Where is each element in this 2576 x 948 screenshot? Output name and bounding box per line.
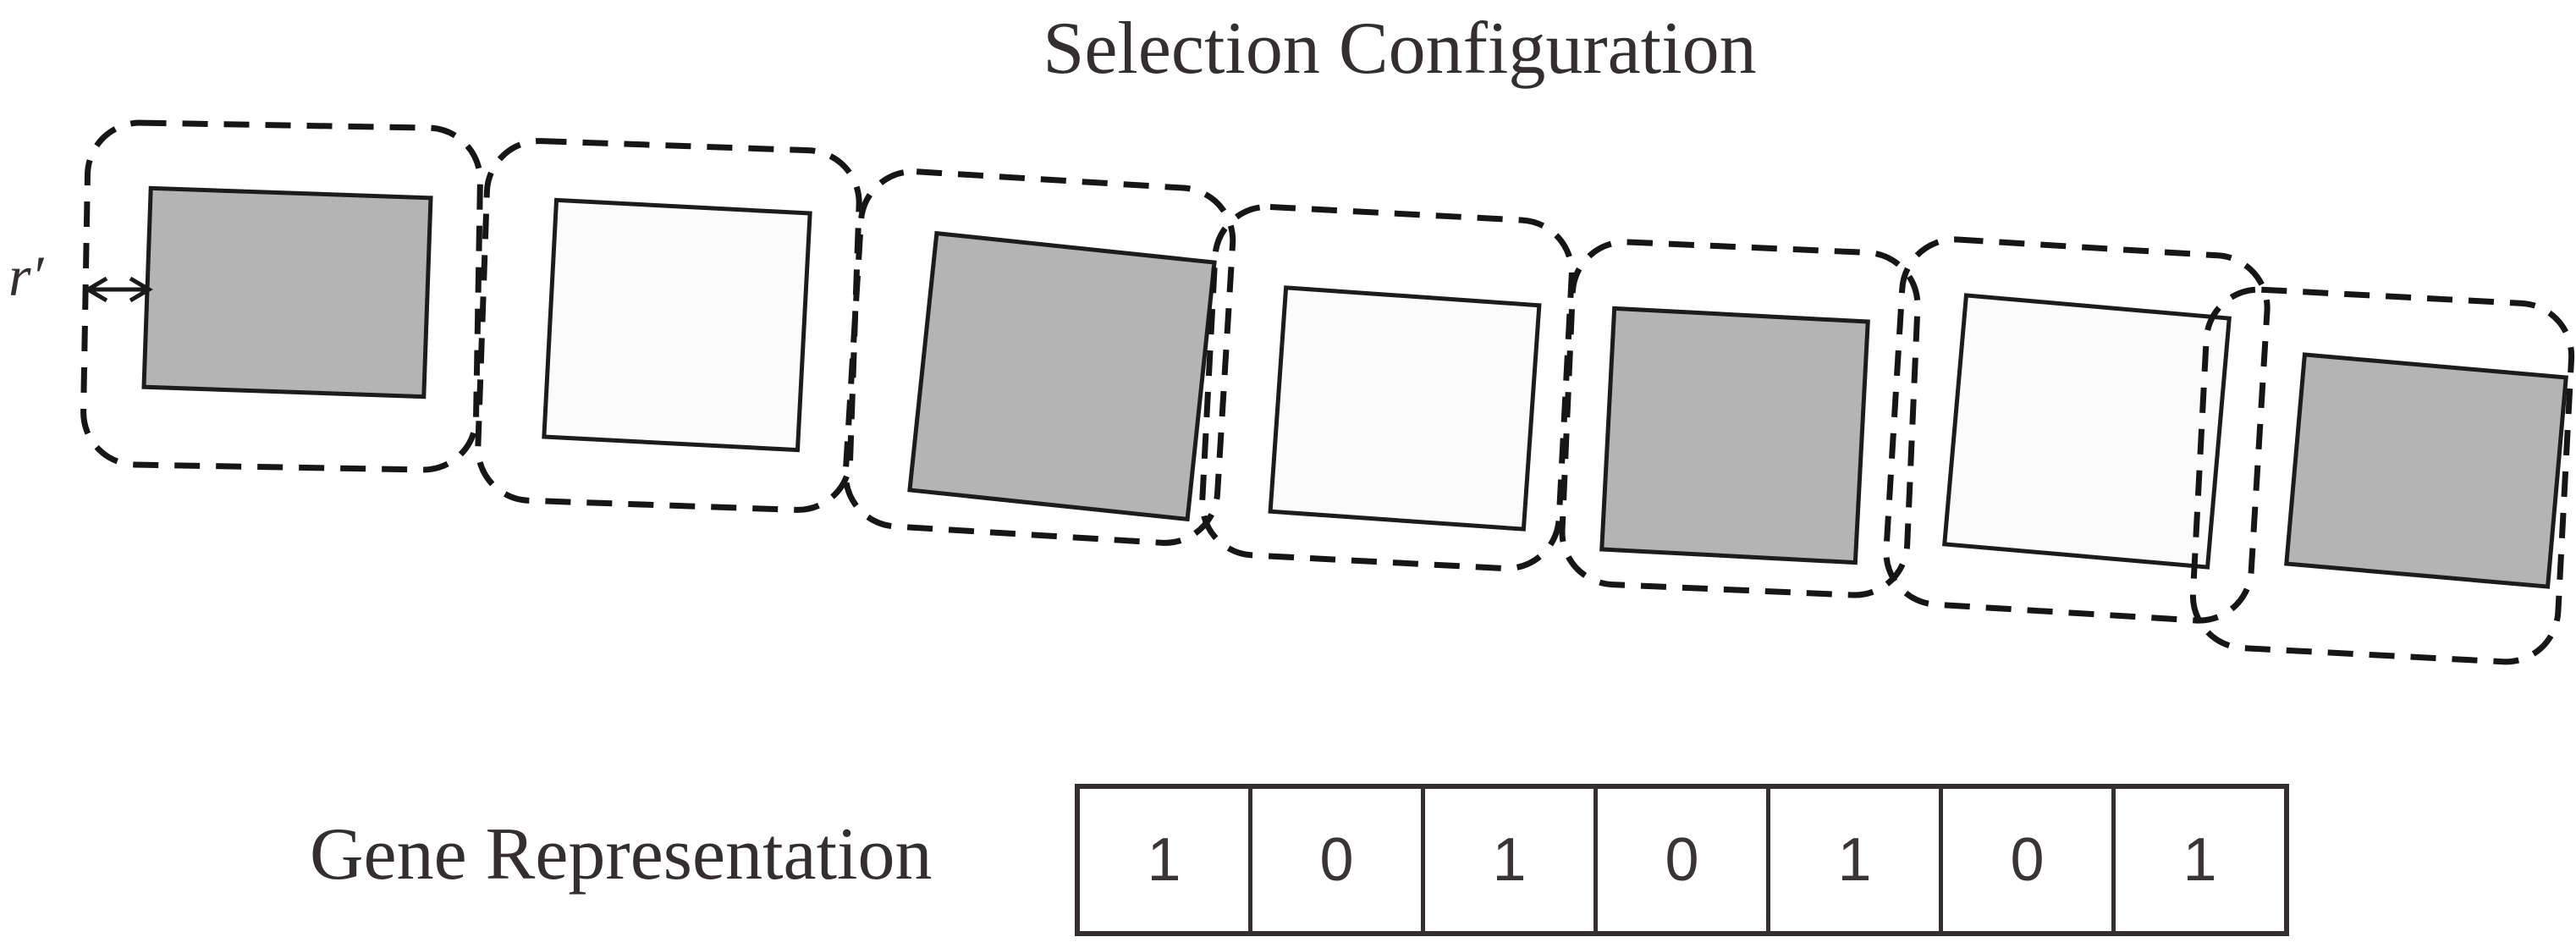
selection-slot-outline-3 xyxy=(842,168,1236,546)
gene-cell-6: 0 xyxy=(1939,789,2111,931)
unselected-panel-4 xyxy=(1268,285,1542,532)
gene-cell-7: 1 xyxy=(2111,789,2284,931)
gene-cell-4: 0 xyxy=(1593,789,1766,931)
arrowhead-right xyxy=(129,276,153,303)
gene-cell-3: 1 xyxy=(1421,789,1593,931)
selected-panel-3 xyxy=(907,230,1217,522)
selection-slot-outline-5 xyxy=(1559,239,1921,598)
selected-panel-7 xyxy=(2284,352,2568,589)
arrowhead-left xyxy=(84,276,108,303)
unselected-panel-2 xyxy=(542,197,812,453)
selected-panel-5 xyxy=(1599,306,1870,565)
selection-slot-outline-6 xyxy=(1883,236,2271,624)
selection-slot-outline-7 xyxy=(2189,286,2575,665)
gene-representation-label: Gene Representation xyxy=(310,813,933,896)
figure-title: Selection Configuration xyxy=(1043,8,1757,90)
selection-slot-outline-1 xyxy=(80,119,483,473)
gene-cell-1: 1 xyxy=(1147,826,1181,894)
r-gap-arrow xyxy=(84,276,153,303)
gene-cell-5: 1 xyxy=(1766,789,1939,931)
gene-cell-2: 0 xyxy=(1248,789,1421,931)
selected-panel-1 xyxy=(141,185,433,400)
selection-slots-layer xyxy=(80,119,2575,665)
unselected-panel-6 xyxy=(1942,293,2232,570)
r-prime-label: r′ xyxy=(8,244,44,308)
